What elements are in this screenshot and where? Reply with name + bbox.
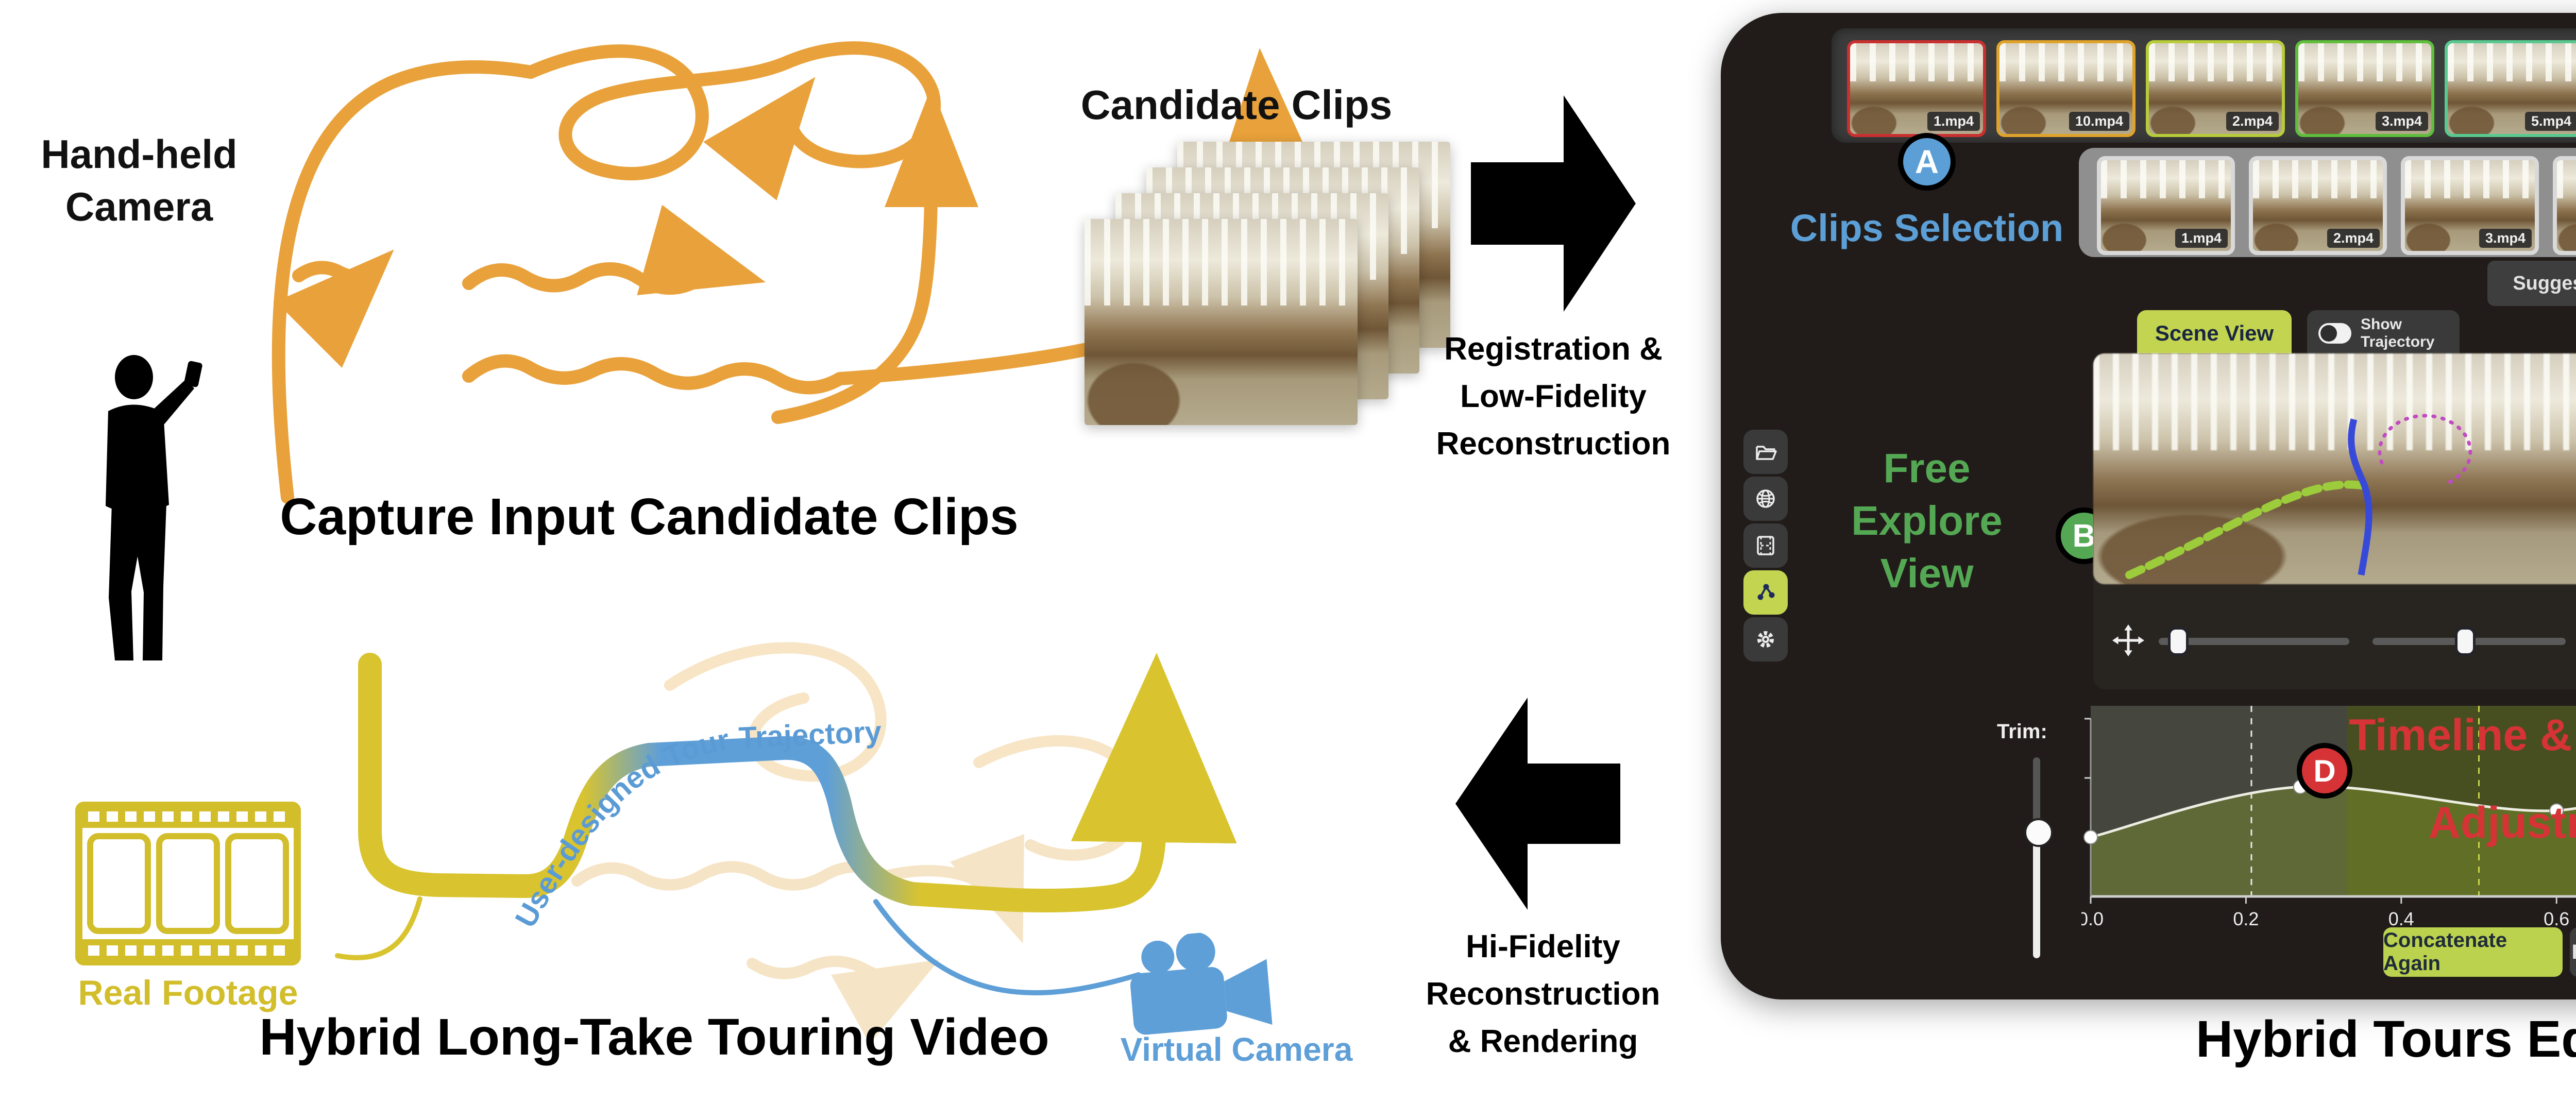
scene-view-tab[interactable]: Scene View xyxy=(2137,310,2292,357)
scene-zoom-slider-knob[interactable] xyxy=(2455,627,2476,656)
free-explore-view-label: Free Explore View xyxy=(1851,445,2003,596)
clip-thumbnail[interactable]: 1.mp4 xyxy=(1847,40,1986,137)
virtual-camera-icon xyxy=(1130,932,1273,1035)
film-strip-icon xyxy=(75,802,301,965)
candidate-clips-stack xyxy=(1084,142,1476,430)
sidebar-open-project-button[interactable] xyxy=(1743,430,1788,474)
real-footage-label: Real Footage xyxy=(78,973,298,1012)
virtual-camera-label: Virtual Camera xyxy=(1120,1031,1353,1068)
sidebar-explore-button[interactable] xyxy=(1743,477,1788,521)
timeline-velocity-label-line2: Adjustment xyxy=(2428,798,2576,847)
handheld-camera-label: Hand-held Camera xyxy=(41,131,238,229)
selected-clip-thumbnail[interactable]: 3.mp4 xyxy=(2401,156,2539,255)
annotation-badge-d: D xyxy=(2297,743,2352,799)
free-explore-viewport[interactable] xyxy=(2093,353,2576,584)
forward-arrow-caption: Registration & Low-Fidelity Reconstructi… xyxy=(1436,331,1671,462)
clip-thumbnail[interactable]: 2.mp4 xyxy=(2146,40,2285,137)
x-tick-label: 0.4 xyxy=(2388,908,2414,929)
sidebar-trajectory-button-active[interactable] xyxy=(1743,570,1788,615)
clips-selection-label: Clips Selection xyxy=(1790,207,2064,249)
trajectory-nodes-icon xyxy=(1757,584,1775,600)
scene-pan-slider-knob[interactable] xyxy=(2168,627,2189,656)
render-video-button[interactable]: Render Video xyxy=(2570,927,2576,977)
trim-label: Trim: xyxy=(1997,720,2047,743)
tour-trajectory-curved-label: User-designed Tour Trajectory xyxy=(509,715,882,933)
sidebar-clips-button[interactable] xyxy=(1743,523,1788,568)
timeline-velocity-label-line1: Timeline & Velocity xyxy=(2348,710,2576,760)
scene-show-trajectory-toggle[interactable] xyxy=(2318,323,2351,344)
velocity-control-point[interactable] xyxy=(2083,830,2098,844)
globe-icon xyxy=(1756,489,1775,508)
tour-trajectory-sketch: User-designed Tour Trajectory xyxy=(335,642,1236,1044)
suggest-clips-button[interactable]: Suggest Clips xyxy=(2487,261,2576,306)
x-tick-label: 0.6 xyxy=(2544,908,2569,929)
velocity-control-point[interactable] xyxy=(2549,803,2564,818)
sidebar-settings-button[interactable] xyxy=(1743,617,1788,662)
film-icon xyxy=(1757,536,1774,555)
x-tick-label: 0.2 xyxy=(2233,908,2259,929)
capture-trajectory-sketch xyxy=(272,41,1303,504)
velocity-scale-slider-knob[interactable] xyxy=(2024,818,2053,847)
gear-icon xyxy=(1757,631,1774,648)
x-tick-label: 0.0 xyxy=(2081,908,2104,929)
annotation-badge-a: A xyxy=(1898,133,1956,191)
backward-arrow-caption: Hi-Fidelity Reconstruction & Rendering xyxy=(1426,929,1660,1059)
left-bottom-title: Hybrid Long-Take Touring Video xyxy=(259,1008,1049,1066)
backward-arrow-icon xyxy=(1455,698,1620,910)
candidate-clips-label: Candidate Clips xyxy=(1080,82,1393,128)
clip-thumbnail[interactable]: 3.mp4 xyxy=(2295,40,2434,137)
concatenate-again-button[interactable]: Concatenate Again xyxy=(2383,927,2563,977)
scene-trajectory-overlay xyxy=(2125,414,2472,579)
scene-pan-slider[interactable] xyxy=(2159,627,2349,656)
selected-clip-thumbnail[interactable]: 2.mp4 xyxy=(2249,156,2387,255)
velocity-timeline-chart[interactable]: 0.00.20.40.60.81.03.02.01.0 xyxy=(2081,701,2576,938)
selected-clip-thumbnail[interactable]: 6.mp4 xyxy=(2553,156,2576,255)
scene-zoom-slider[interactable] xyxy=(2372,627,2566,656)
selected-clip-thumbnail[interactable]: 1.mp4 xyxy=(2097,156,2235,255)
capture-title: Capture Input Candidate Clips xyxy=(280,488,1019,546)
interface-caption: Hybrid Tours Editing Interface xyxy=(2195,1010,2576,1068)
scene-show-trajectory-control: Show Trajectory xyxy=(2307,310,2460,357)
folder-open-icon xyxy=(1756,446,1777,460)
forward-arrow-icon xyxy=(1471,95,1636,312)
person-with-phone-icon xyxy=(106,355,202,660)
velocity-scale-slider-track-top[interactable] xyxy=(2033,757,2040,827)
scene-move-icon[interactable] xyxy=(2112,624,2144,656)
velocity-scale-slider-track[interactable] xyxy=(2033,827,2040,958)
candidate-photo xyxy=(1084,219,1358,425)
clip-thumbnail[interactable]: 10.mp4 xyxy=(1996,40,2136,137)
clip-thumbnail[interactable]: 5.mp4 xyxy=(2445,40,2576,137)
